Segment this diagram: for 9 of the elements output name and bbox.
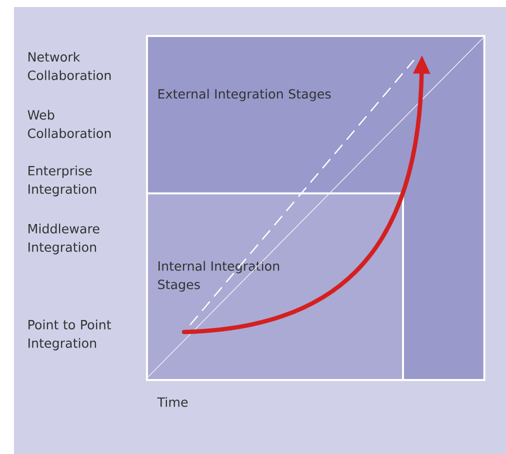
stage-level-label: Point to Point Integration bbox=[28, 320, 112, 350]
stage-level-label: Web Collaboration bbox=[28, 110, 111, 138]
stage-label: External Integration Stages bbox=[158, 88, 331, 102]
stage-level-label: Middleware Integration bbox=[28, 224, 100, 254]
stage-level-label: Network Collaboration bbox=[28, 52, 111, 80]
stage-level-label: Enterprise Integration bbox=[28, 166, 96, 196]
stage-box bbox=[146, 192, 404, 381]
time-axis-label: Time bbox=[157, 397, 188, 407]
stage-label: Internal Integration Stages bbox=[158, 261, 280, 292]
